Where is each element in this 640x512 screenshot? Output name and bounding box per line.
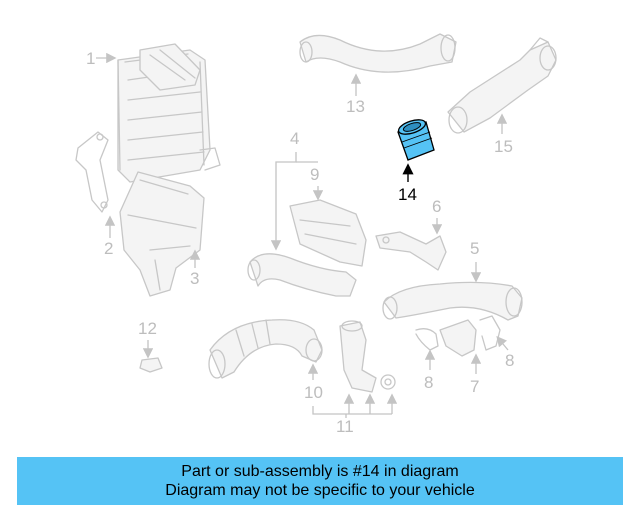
part-11-hose: [208, 319, 323, 379]
banner-line-1: Part or sub-assembly is #14 in diagram: [181, 463, 459, 480]
part-15-pipe: [447, 37, 557, 134]
part-8-clamp-right: [479, 315, 501, 351]
part-7-bracket: [439, 319, 477, 357]
callout-10: 11: [336, 417, 354, 436]
callout-1: 1: [86, 49, 95, 68]
part-14-sleeve-highlighted: [397, 119, 435, 161]
part-5-hose: [382, 281, 523, 321]
callout-7: 7: [470, 377, 479, 396]
callout-9: 9: [310, 165, 319, 184]
info-banner: Part or sub-assembly is #14 in diagram D…: [17, 457, 623, 505]
callout-14: 14: [398, 185, 417, 204]
part-9-heat-shield: [289, 199, 367, 267]
part-3-duct: [119, 171, 205, 297]
callout-12: 12: [138, 319, 157, 338]
parts-diagram: 1 2 3 13 15 14 4 9: [75, 33, 557, 436]
part-6-bracket: [375, 231, 447, 271]
part-4-hose: [247, 253, 357, 297]
callout-13: 13: [346, 97, 365, 116]
callout-15: 15: [494, 137, 513, 156]
part-10-resonator: [339, 320, 396, 393]
callout-3: 3: [190, 269, 199, 288]
banner-line-2: Diagram may not be specific to your vehi…: [165, 482, 475, 499]
callout-8b: 8: [505, 351, 514, 370]
callout-11: 10: [304, 383, 323, 402]
callout-5: 5: [470, 239, 479, 258]
callout-6: 6: [432, 197, 441, 216]
part-8-clamp-left: [415, 328, 439, 351]
callout-4: 4: [290, 129, 299, 148]
callout-8a: 8: [424, 373, 433, 392]
part-12-fitting: [139, 357, 163, 373]
callout-2: 2: [104, 239, 113, 258]
part-1-intercooler: [117, 43, 221, 183]
part-13-hose: [299, 33, 457, 73]
part-2-bracket: [75, 131, 109, 213]
